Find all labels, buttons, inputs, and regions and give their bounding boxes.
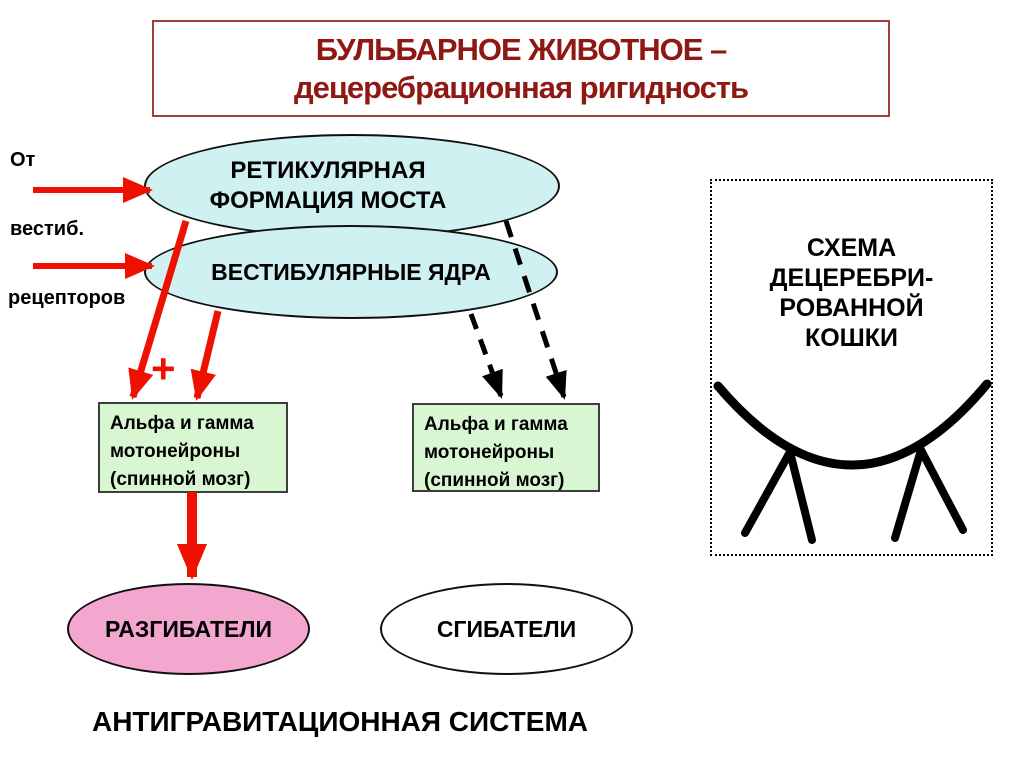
slide-title-line2: децеребрационная ригидность <box>293 69 749 105</box>
motoneurons-right-line3: (спинной мозг) <box>424 470 565 491</box>
reticular-formation-line2: ФОРМАЦИЯ МОСТА <box>209 187 447 214</box>
cat-caption-line1: СХЕМА <box>806 234 897 262</box>
source-label-line3: рецепторов <box>8 287 126 309</box>
cat-caption-line2: ДЕЦЕРЕБРИ- <box>769 264 934 292</box>
motoneurons-right-line2: мотонейроны <box>424 442 555 463</box>
motoneurons-left-line3: (спинной мозг) <box>110 469 251 490</box>
arrow-vestibular-to-motoneurons-right-dashed <box>468 313 504 399</box>
node-extensors: РАЗГИБАТЕЛИ <box>67 583 310 675</box>
motoneurons-left-line2: мотонейроны <box>110 441 241 462</box>
reticular-formation-line1: РЕТИКУЛЯРНАЯ <box>230 157 426 184</box>
cat-caption-line4: КОШКИ <box>804 324 899 352</box>
cat-caption-line3: РОВАННОЙ <box>779 294 924 322</box>
node-motoneurons-left: Альфа и гамма мотонейроны (спинной мозг) <box>98 402 288 493</box>
source-label-line1: От <box>10 149 36 171</box>
node-reticular-formation: РЕТИКУЛЯРНАЯ ФОРМАЦИЯ МОСТА <box>144 134 560 238</box>
vestibular-nuclei-label: ВЕСТИБУЛЯРНЫЕ ЯДРА <box>211 258 491 285</box>
antigravity-system-label: АНТИГРАВИТАЦИОННАЯ СИСТЕМА <box>91 706 588 737</box>
cat-scheme-caption: СХЕМА ДЕЦЕРЕБРИ- РОВАННОЙ КОШКИ <box>712 233 991 353</box>
node-vestibular-nuclei: ВЕСТИБУЛЯРНЫЕ ЯДРА <box>144 225 558 319</box>
excitation-plus-sign: + <box>151 345 176 392</box>
slide-title-box: БУЛЬБАРНОЕ ЖИВОТНОЕ – децеребрационная р… <box>152 20 890 117</box>
motoneurons-right-line1: Альфа и гамма <box>424 414 568 435</box>
source-label-line2: вестиб. <box>10 218 85 240</box>
cat-scheme-panel: СХЕМА ДЕЦЕРЕБРИ- РОВАННОЙ КОШКИ <box>710 179 993 556</box>
slide-title-line1: БУЛЬБАРНОЕ ЖИВОТНОЕ – <box>315 31 728 67</box>
extensors-label: РАЗГИБАТЕЛИ <box>104 615 273 642</box>
flexors-label: СГИБАТЕЛИ <box>436 615 577 642</box>
arrow-vestibular-to-motoneurons-left <box>190 310 222 401</box>
node-flexors: СГИБАТЕЛИ <box>380 583 633 675</box>
motoneurons-left-line1: Альфа и гамма <box>110 413 254 434</box>
node-motoneurons-right: Альфа и гамма мотонейроны (спинной мозг) <box>412 403 600 492</box>
